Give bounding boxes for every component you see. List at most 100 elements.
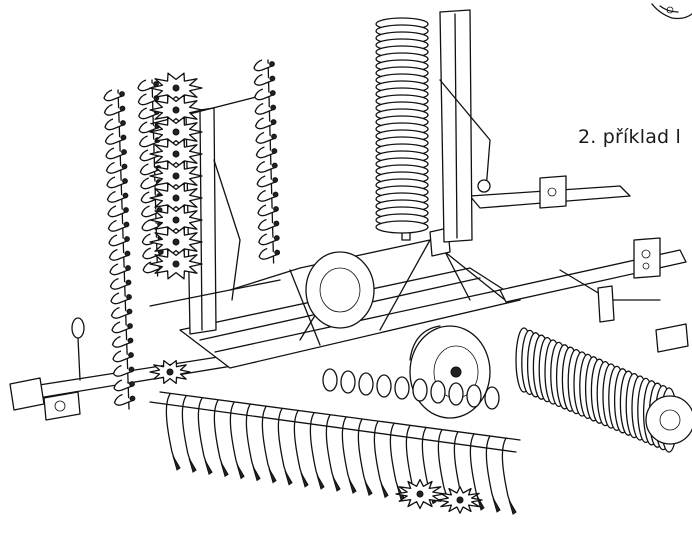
tine: [197, 397, 209, 469]
coil-spring: [394, 376, 410, 400]
tine-tip: [380, 483, 389, 499]
tine-bolt: [270, 119, 277, 125]
disc-hub: [172, 150, 180, 158]
tine: [105, 161, 125, 174]
tine: [261, 405, 273, 478]
tine: [110, 306, 130, 319]
tine: [229, 401, 241, 474]
tine: [110, 292, 130, 305]
tine: [111, 321, 131, 334]
tine: [255, 146, 275, 159]
tine: [140, 177, 160, 190]
tine: [108, 234, 128, 247]
tine-bolt: [122, 192, 129, 199]
tine-bolt: [125, 279, 132, 286]
coil-spring: [466, 384, 482, 408]
tine: [309, 412, 321, 484]
disc-hub: [172, 84, 180, 92]
coil-spring: [484, 386, 500, 410]
tine: [253, 59, 273, 72]
tine: [104, 118, 124, 131]
tine-bolt: [272, 191, 279, 198]
tine: [165, 393, 177, 465]
tine-tip: [284, 470, 293, 486]
tine: [485, 435, 497, 507]
coil-spring: [412, 378, 428, 402]
tine-tip: [332, 476, 341, 492]
tine-column-left: [103, 89, 136, 410]
tine-bolt: [119, 91, 125, 97]
tine-bolt: [120, 134, 127, 141]
tine-tip: [172, 455, 181, 471]
tine: [107, 219, 127, 232]
tine: [254, 102, 274, 115]
corner-detail-fragment: [651, 3, 692, 20]
tine: [257, 204, 277, 217]
tine-bolt: [273, 220, 280, 227]
coil-spring: [340, 370, 356, 394]
coil-spring: [448, 382, 464, 406]
tine: [258, 247, 278, 260]
tine: [139, 163, 159, 176]
tine: [109, 277, 129, 290]
tine-tip: [316, 474, 325, 490]
tine: [106, 176, 126, 189]
tine-tip: [476, 495, 485, 511]
tine-tip: [364, 480, 373, 496]
tine: [139, 149, 159, 162]
tine-bolt: [124, 250, 131, 257]
tine-bolt: [121, 149, 127, 155]
tine: [325, 414, 337, 486]
tine-bolt: [128, 366, 135, 373]
tine-tip: [492, 497, 501, 513]
tine-bolt: [271, 133, 277, 140]
coil-spring: [358, 372, 374, 396]
tine-bolt: [124, 236, 130, 242]
tine-tip: [252, 466, 261, 482]
tine-bolt: [128, 352, 134, 358]
tine-bolt: [127, 337, 134, 344]
tine: [142, 261, 162, 274]
tine-bolt: [273, 235, 280, 241]
tine: [141, 219, 161, 232]
packer-roller-vertical: [375, 17, 429, 241]
tine: [103, 103, 123, 116]
disc-hub: [172, 216, 180, 224]
tine: [255, 131, 275, 144]
tine-bolt: [273, 206, 279, 212]
disc-hub: [172, 260, 180, 268]
tine: [254, 88, 274, 101]
tine: [137, 93, 157, 106]
tine-bolt: [271, 162, 278, 169]
disc-hub: [172, 106, 180, 114]
tine: [138, 121, 158, 134]
coil-spring: [376, 374, 392, 398]
tine: [142, 247, 162, 260]
tine-bolt: [119, 105, 126, 112]
tine: [253, 73, 273, 86]
tine: [341, 416, 353, 488]
tine-bolt: [123, 221, 130, 228]
tine-tip: [300, 472, 309, 488]
tine-tip: [508, 499, 517, 515]
tine-bolt: [269, 90, 276, 96]
tine: [138, 107, 158, 120]
tine: [258, 233, 278, 246]
tine: [138, 135, 158, 148]
tine: [357, 418, 369, 490]
tine-tip: [268, 468, 277, 484]
disc-hub: [172, 238, 180, 246]
tine: [213, 399, 225, 471]
tine-bolt: [272, 177, 279, 183]
tine: [141, 233, 161, 246]
tine: [112, 350, 132, 363]
tine: [293, 410, 305, 482]
roller-ring: [375, 220, 429, 234]
tine: [469, 433, 481, 505]
tine: [256, 175, 276, 188]
tine: [107, 205, 127, 218]
disc-hub: [172, 172, 180, 180]
tine-tip: [348, 478, 357, 494]
tine-bolt: [123, 207, 129, 213]
